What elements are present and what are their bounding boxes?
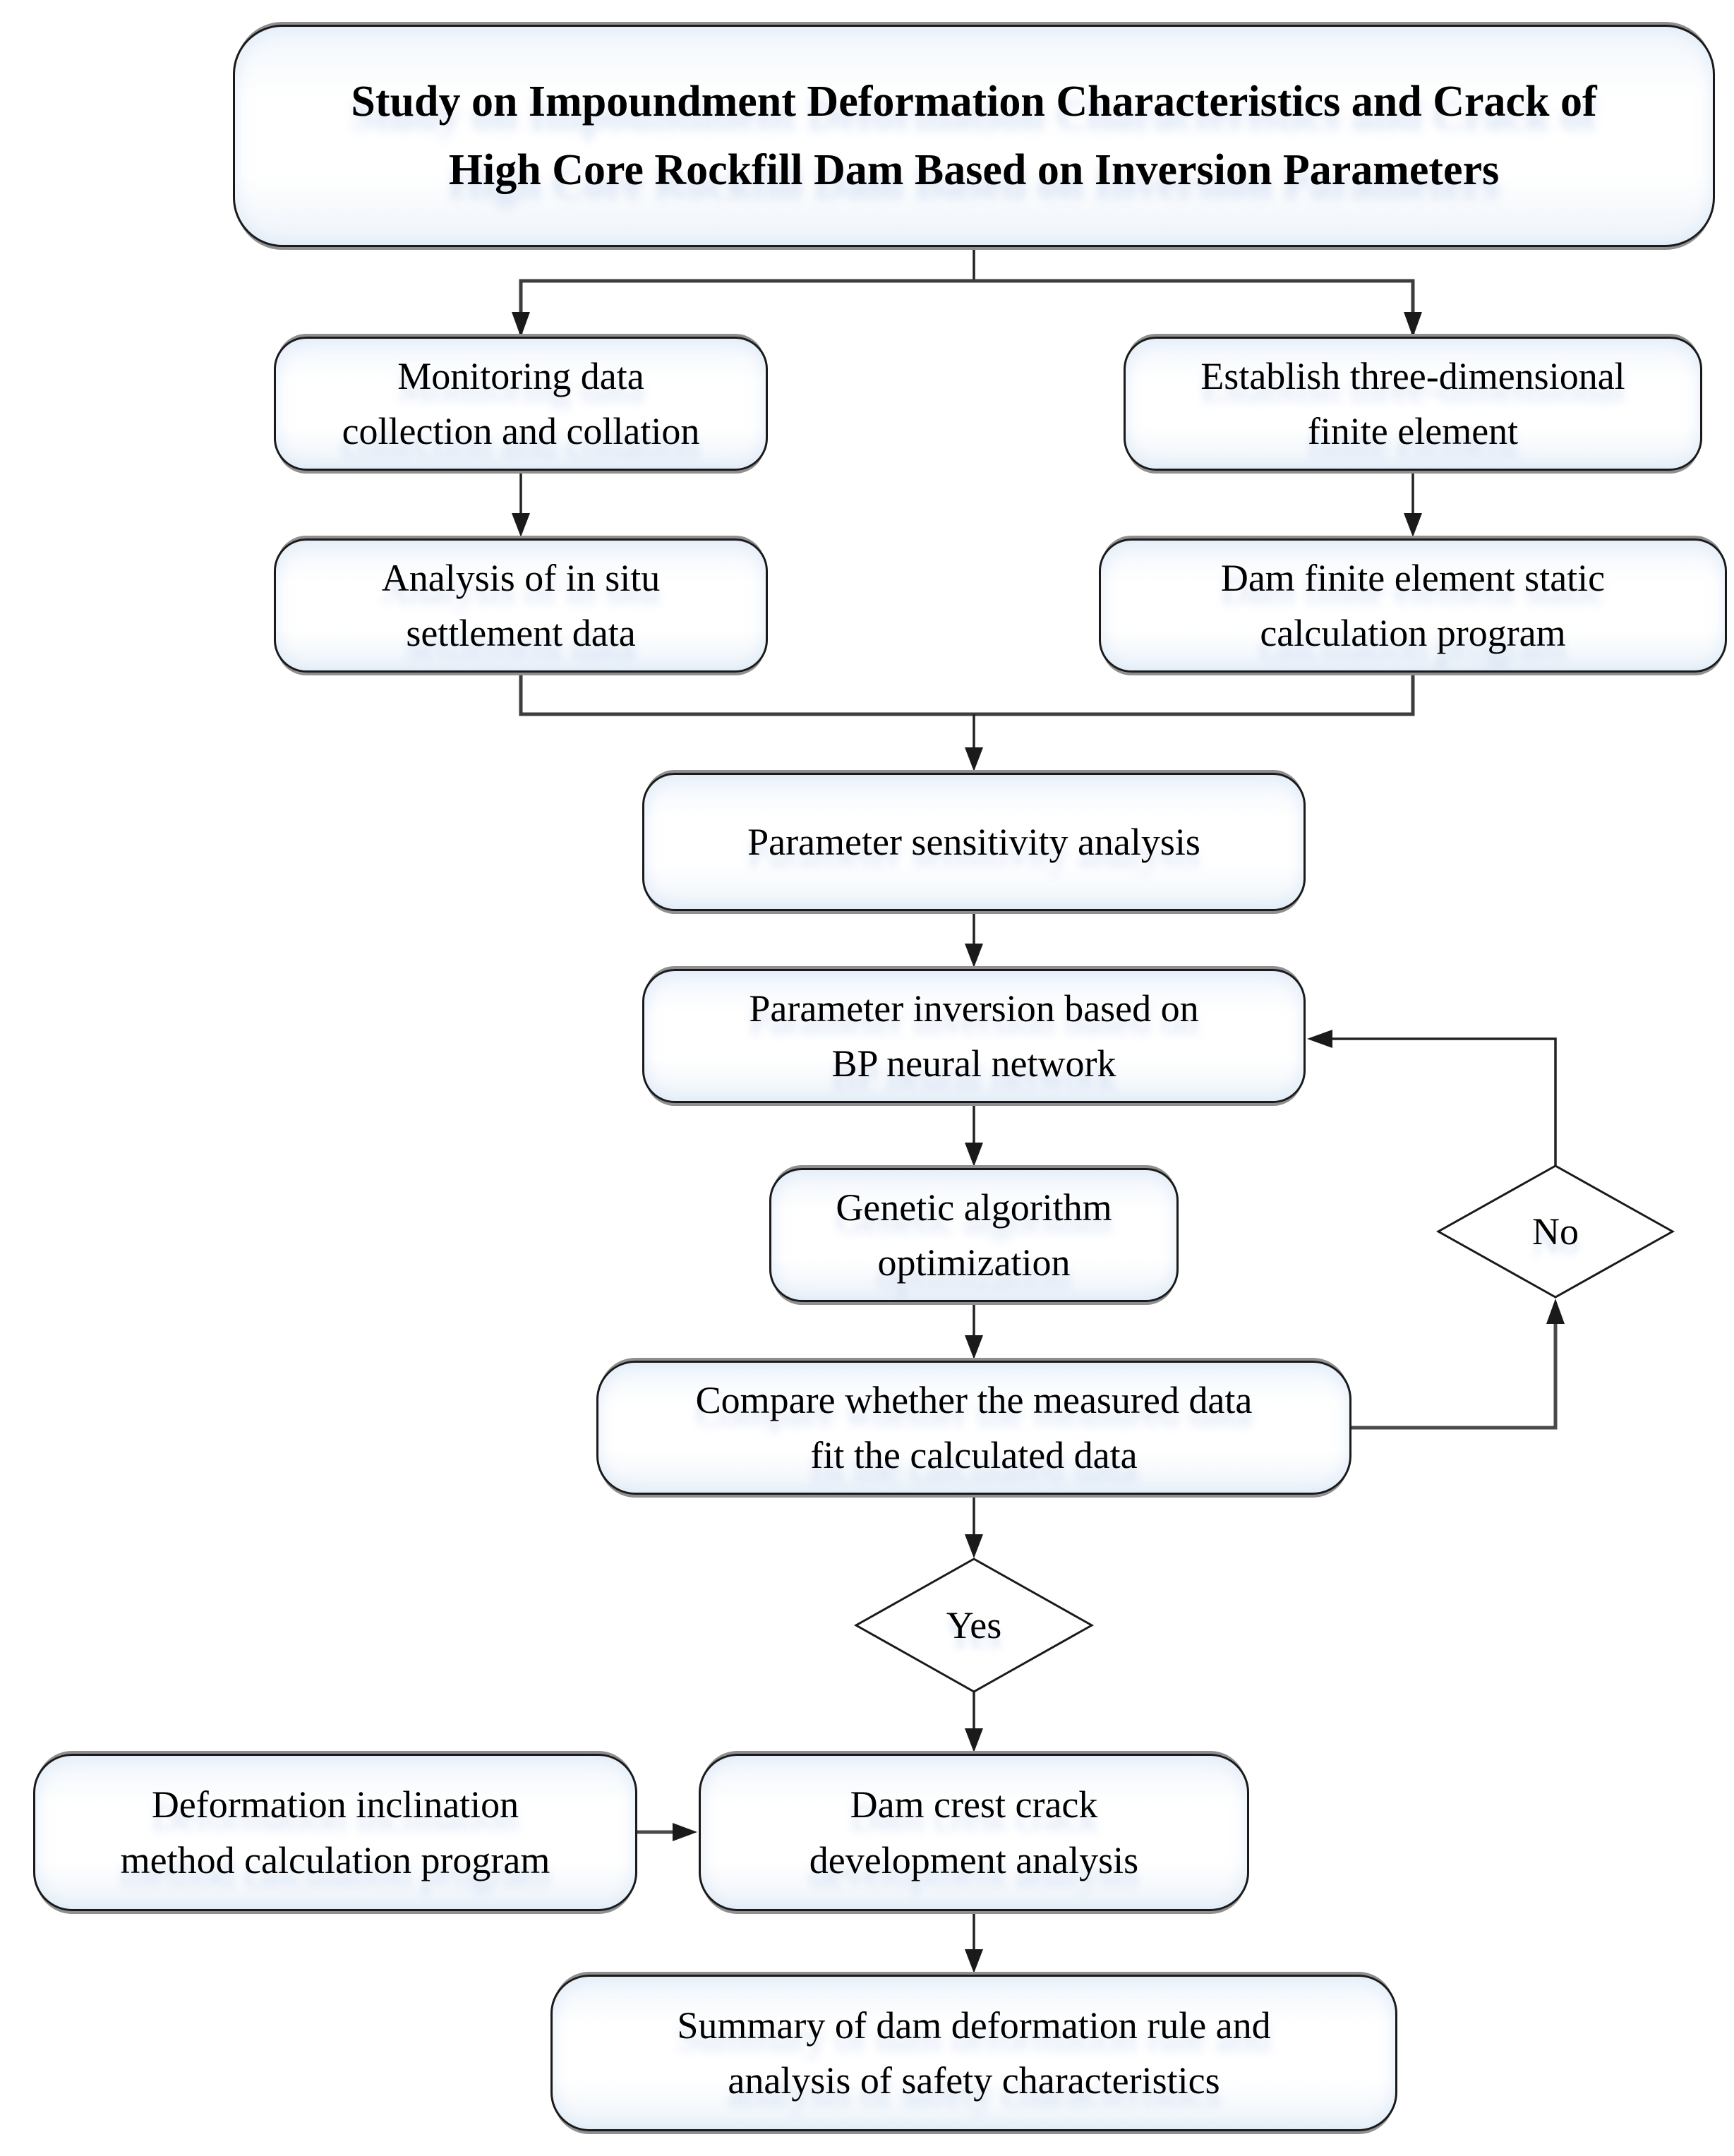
node-text-line: method calculation program [120,1838,550,1881]
decision-diamond-no [1435,1164,1675,1299]
node-monitoring-data: Monitoring data collection and collation [274,337,768,471]
edge-genetic-to-compare [965,1302,983,1359]
node-compare-fit: Compare whether the measured data fit th… [596,1361,1351,1495]
node-text-line: Monitoring data [397,354,644,397]
edge-compare-to-yes [965,1495,983,1558]
node-text-line: collection and collation [342,410,700,452]
node-text-line: development analysis [809,1838,1139,1881]
node-text-line: finite element [1307,410,1519,452]
decision-diamond-yes [853,1558,1095,1693]
node-text-line: Dam finite element static [1220,556,1606,599]
node-text-line: Compare whether the measured data [695,1378,1253,1421]
decision-no-label: No [1532,1210,1579,1253]
edge-compare-to-no [1349,1299,1565,1430]
decision-yes-label: Yes [946,1604,1002,1646]
node-text-line: Establish three-dimensional [1200,354,1625,397]
edge-crest-to-summary [965,1911,983,1973]
node-text-line: Deformation inclination [151,1783,519,1826]
node-text-line: Analysis of in situ [381,556,661,599]
edge-deformation-to-crest [637,1823,697,1841]
edge-no-to-bp [1307,1030,1557,1167]
title-line: High Core Rockfill Dam Based on Inversio… [448,145,1500,194]
edge-bp-to-genetic [965,1103,983,1167]
node-summary: Summary of dam deformation rule and anal… [550,1975,1397,2131]
edge-title-to-split [512,247,1422,339]
node-text-line: Parameter sensitivity analysis [747,820,1200,863]
node-text-line: Parameter inversion based on [749,987,1199,1030]
edge-yes-to-crest [965,1692,983,1752]
node-text-line: calculation program [1260,612,1566,654]
node-text-line: BP neural network [831,1042,1116,1085]
edge-sensitivity-to-bp [965,911,983,968]
node-text-line: settlement data [406,612,636,654]
node-establish-finite-element: Establish three-dimensional finite eleme… [1124,337,1702,471]
node-analysis-settlement: Analysis of in situ settlement data [274,538,768,673]
edge-merge-to-sensitivity [519,670,1415,771]
node-text-line: fit the calculated data [810,1434,1138,1476]
node-text-line: optimization [877,1241,1071,1284]
node-deformation-inclination: Deformation inclination method calculati… [33,1754,637,1911]
edge-establish-to-damfe [1404,471,1422,537]
node-genetic-optimization: Genetic algorithm optimization [769,1168,1179,1302]
node-dam-fe-static-program: Dam finite element static calculation pr… [1099,538,1727,673]
node-dam-crest-crack: Dam crest crack development analysis [699,1754,1249,1911]
edge-monitoring-to-analysis [512,471,530,537]
node-bp-inversion: Parameter inversion based on BP neural n… [642,969,1306,1103]
node-parameter-sensitivity: Parameter sensitivity analysis [642,773,1306,911]
node-text-line: Dam crest crack [850,1783,1098,1826]
title-line: Study on Impoundment Deformation Charact… [351,78,1597,126]
node-study-title: Study on Impoundment Deformation Charact… [233,25,1715,247]
node-text-line: Genetic algorithm [836,1186,1112,1229]
node-text-line: Summary of dam deformation rule and [677,2004,1271,2047]
node-text-line: analysis of safety characteristics [728,2059,1220,2102]
